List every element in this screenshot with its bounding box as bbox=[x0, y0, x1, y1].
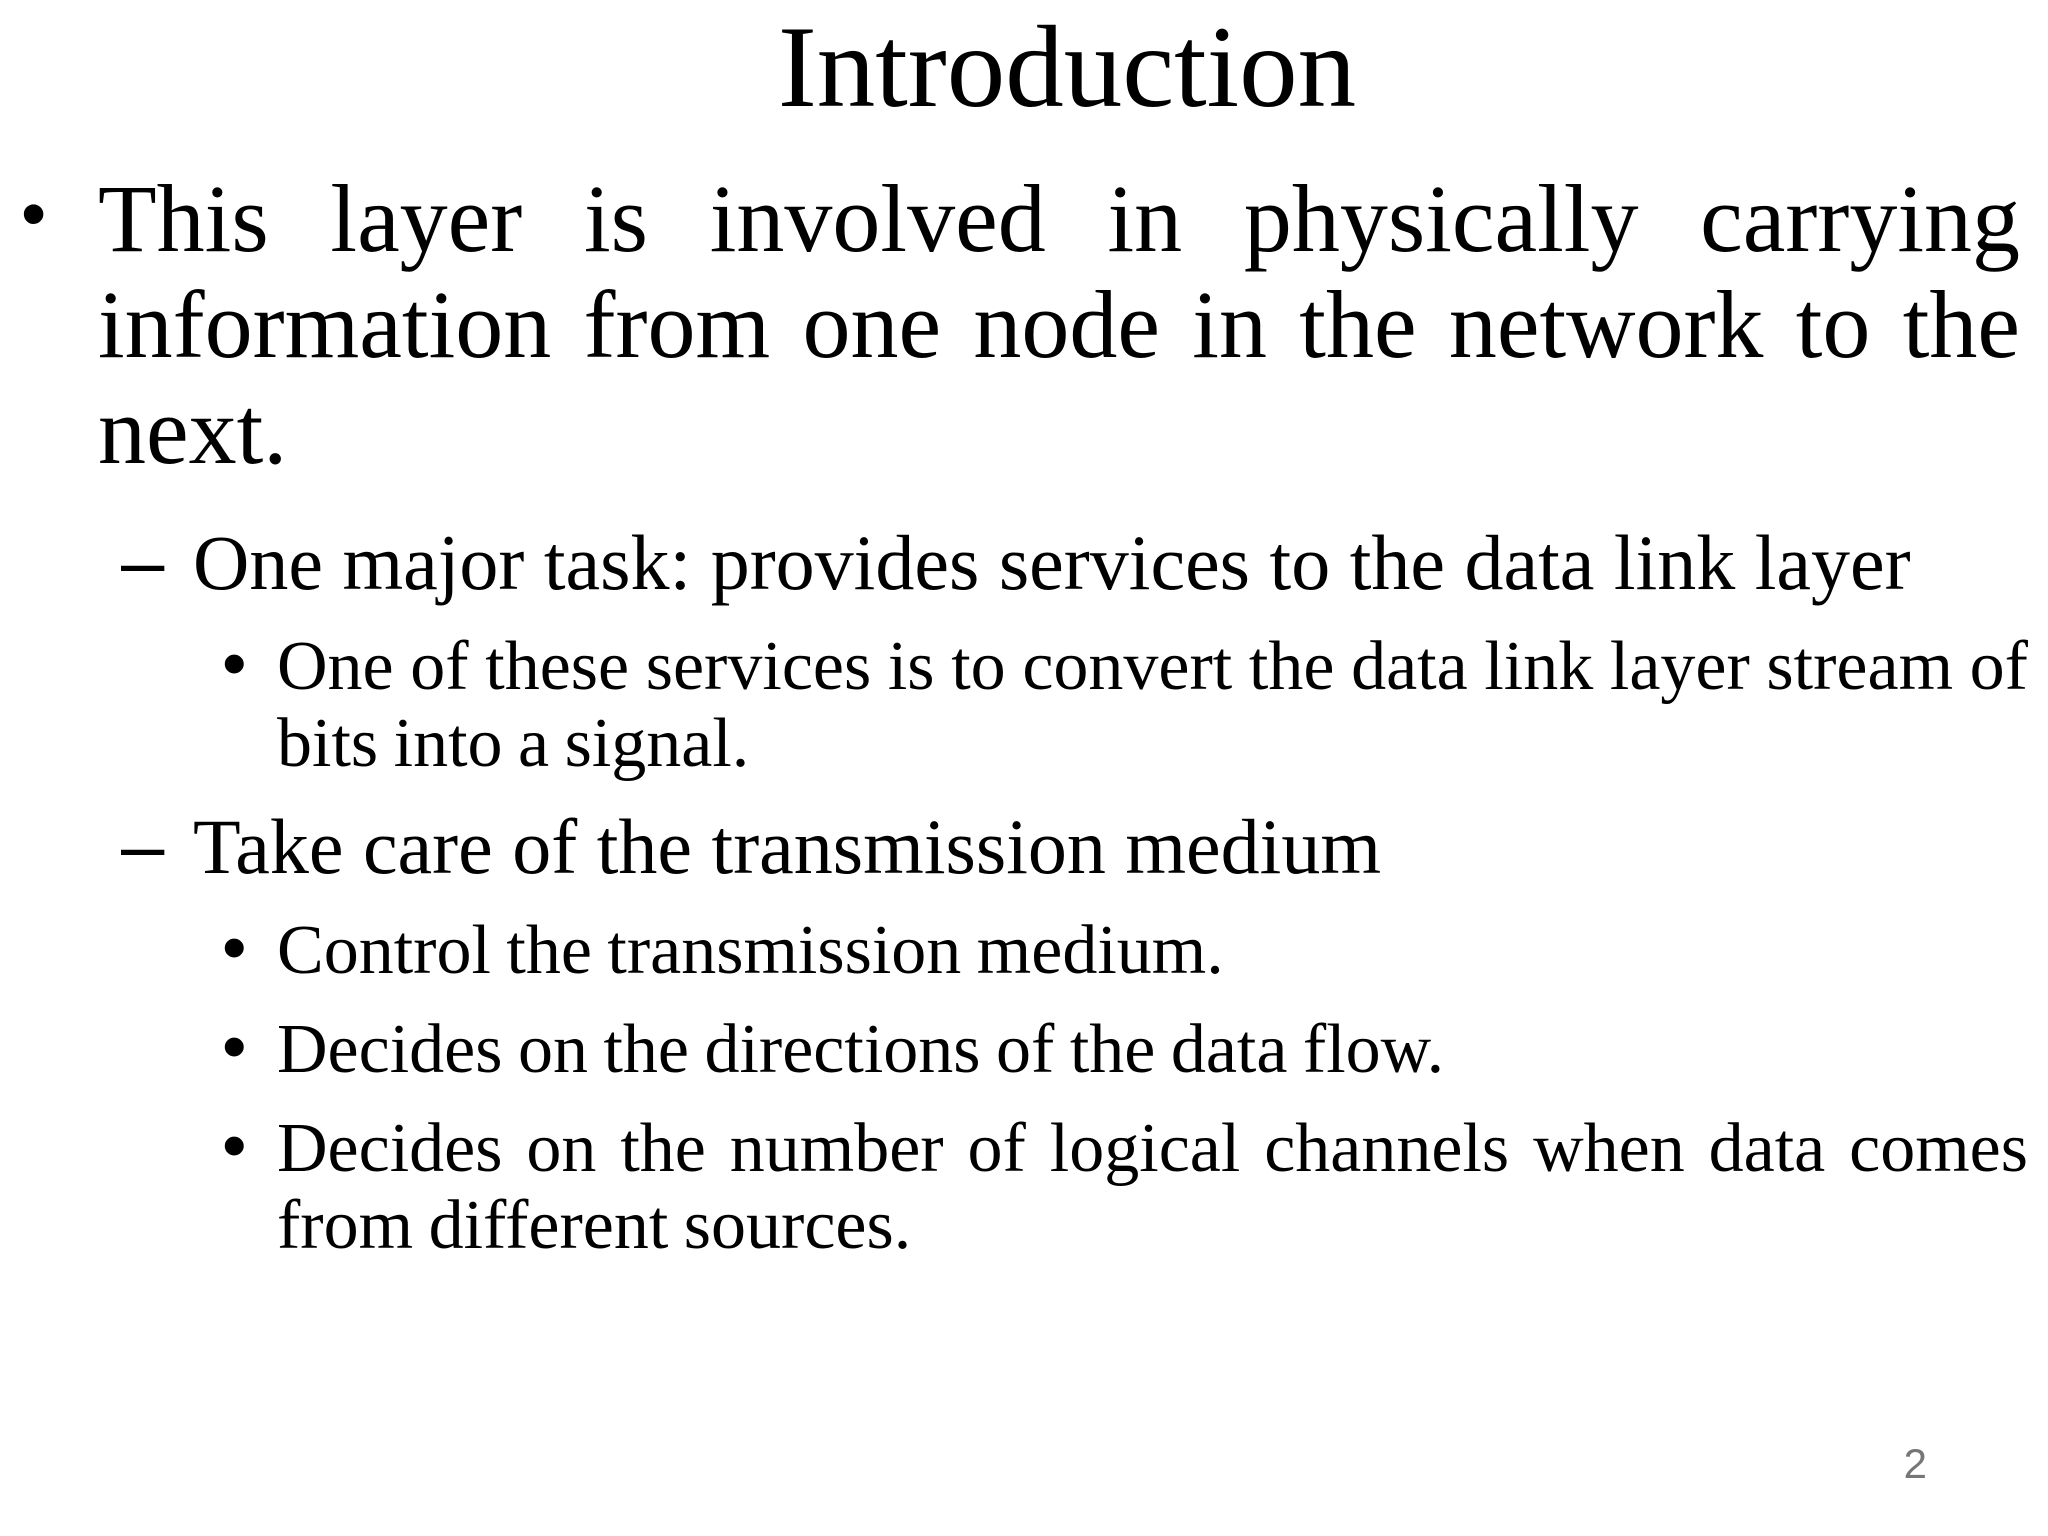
bullet-icon: • bbox=[222, 624, 247, 702]
bullet-item-3: • One of these services is to convert th… bbox=[0, 624, 2028, 783]
bullet-item-7: • Decides on the number of logical chann… bbox=[0, 1106, 2028, 1265]
bullet-item-1: • This layer is involved in physically c… bbox=[0, 166, 2020, 484]
bullet-icon: • bbox=[222, 1106, 247, 1184]
bullet-text: Decides on the directions of the data fl… bbox=[277, 1011, 1445, 1088]
bullet-icon: • bbox=[21, 174, 47, 254]
bullet-item-6: • Decides on the directions of the data … bbox=[0, 1007, 2028, 1089]
bullet-text: Decides on the number of logical channel… bbox=[277, 1110, 2028, 1264]
bullet-icon: • bbox=[222, 908, 247, 986]
dash-icon: – bbox=[121, 517, 165, 605]
bullet-item-2: – One major task: provides services to t… bbox=[0, 517, 2028, 606]
bullet-item-4: – Take care of the transmission medium bbox=[0, 801, 2028, 890]
bullet-text: Control the transmission medium. bbox=[277, 912, 1224, 989]
bullet-text: One of these services is to convert the … bbox=[277, 628, 2028, 782]
bullet-icon: • bbox=[222, 1007, 247, 1085]
slide-title: Introduction bbox=[777, 3, 1357, 132]
bullet-text: One major task: provides services to the… bbox=[193, 519, 1911, 606]
bullet-text: Take care of the transmission medium bbox=[193, 803, 1382, 890]
slide-body: • This layer is involved in physically c… bbox=[0, 166, 2048, 1265]
bullet-item-5: • Control the transmission medium. bbox=[0, 908, 2028, 990]
page-number: 2 bbox=[1903, 1440, 1927, 1487]
bullet-text: This layer is involved in physically car… bbox=[98, 165, 2020, 484]
dash-icon: – bbox=[121, 801, 165, 889]
